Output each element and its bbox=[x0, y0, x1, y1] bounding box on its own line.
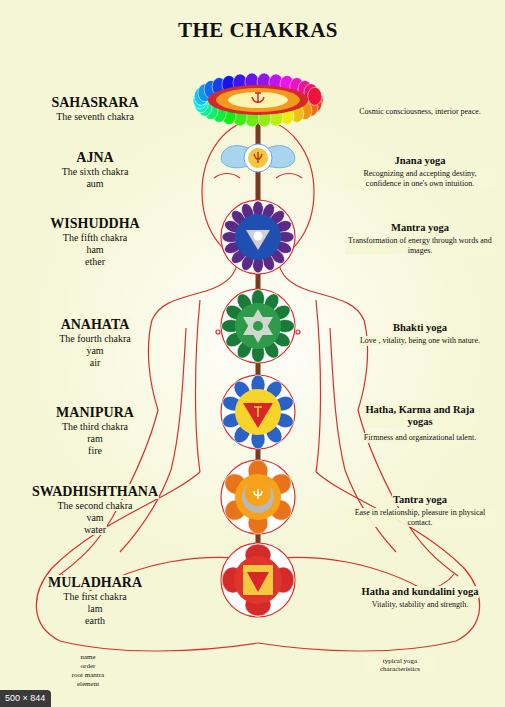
chakra-detail: lam bbox=[87, 603, 104, 614]
chakra-name: MULADHARA bbox=[47, 575, 143, 590]
chakra-symbol-part bbox=[221, 200, 295, 274]
yoga-name: Tantra yoga bbox=[392, 494, 448, 506]
chakra-symbol-part bbox=[216, 330, 220, 334]
chakra-symbol-part bbox=[208, 85, 308, 115]
chakra-symbol-part bbox=[120, 328, 186, 552]
yoga-name: Mantra yoga bbox=[390, 222, 450, 234]
chakra-symbol-part bbox=[235, 389, 281, 435]
chakra-detail: fire bbox=[87, 445, 103, 456]
chakra-symbol-part bbox=[254, 489, 262, 499]
chakra-detail: aum bbox=[85, 178, 104, 189]
yoga-characteristics: Recognizing and accepting destiny, confi… bbox=[345, 169, 495, 188]
chakra-symbol-part bbox=[254, 152, 262, 163]
chakra-symbol-part bbox=[221, 375, 296, 449]
chakra-symbol-part bbox=[243, 317, 273, 343]
chakra-symbol-part bbox=[221, 543, 295, 617]
key-label: order bbox=[80, 662, 97, 670]
chakra-detail: air bbox=[89, 357, 102, 368]
chakra-symbol-part bbox=[254, 232, 263, 241]
chakra-symbol-part bbox=[221, 460, 295, 534]
yoga-characteristics: Vitality, stability and strength. bbox=[371, 600, 470, 610]
chakra-symbol-part bbox=[235, 214, 281, 260]
chakra-name: AJNA bbox=[75, 150, 114, 165]
chakra-symbol-part bbox=[247, 572, 269, 592]
chakra-detail: The first chakra bbox=[62, 591, 127, 602]
yoga-characteristics: Love , vitality, being one with nature. bbox=[359, 336, 481, 346]
key-label: name bbox=[79, 653, 96, 661]
chart-title: THE CHAKRAS bbox=[177, 18, 339, 43]
background-glow bbox=[28, 20, 488, 660]
chakra-symbol-part bbox=[221, 289, 295, 363]
yoga-name: Bhakti yoga bbox=[392, 322, 448, 334]
yoga-name: Jnana yoga bbox=[393, 155, 446, 167]
chakra-symbol-part bbox=[221, 375, 295, 449]
chakra-detail: ram bbox=[86, 433, 104, 444]
chakra-symbol-part bbox=[222, 544, 294, 616]
vishuddha-chakra bbox=[221, 200, 295, 274]
chakra-name: SWADHISHTHANA bbox=[31, 484, 159, 499]
key-label: root mantra bbox=[71, 671, 105, 679]
chakra-symbol-part bbox=[242, 481, 274, 513]
crown-petal bbox=[308, 87, 322, 105]
chakra-symbol-part bbox=[222, 201, 294, 273]
chakra-symbol-part bbox=[196, 300, 201, 472]
swadhisthana-chakra bbox=[221, 460, 295, 534]
chakra-name: MANIPURA bbox=[55, 405, 135, 420]
chakra-detail: vam bbox=[85, 512, 104, 523]
chakra-symbol-part bbox=[234, 556, 282, 604]
chakra-symbol-part bbox=[235, 303, 281, 349]
chakra-detail: The fifth chakra bbox=[62, 232, 128, 243]
chakra-detail: The sixth chakra bbox=[61, 166, 130, 177]
yoga-characteristics: Cosmic consciousness, interior peace. bbox=[358, 107, 482, 117]
chakra-name: WISHUDDHA bbox=[49, 216, 140, 231]
anahata-chakra bbox=[221, 289, 295, 363]
chakra-symbol-part bbox=[214, 174, 240, 179]
yoga-characteristics: Transformation of energy through words a… bbox=[345, 236, 495, 255]
chakra-detail: The second chakra bbox=[57, 500, 134, 511]
key-label: typical yoga characteristics bbox=[365, 657, 435, 673]
chakra-symbol-part bbox=[221, 460, 295, 534]
chakra-detail: water bbox=[83, 524, 107, 535]
yoga-characteristics: Ease in relationship, pleasure in physic… bbox=[345, 508, 495, 527]
ajna-chakra bbox=[221, 144, 295, 172]
chakra-detail: ham bbox=[85, 244, 104, 255]
chakra-name: SAHASRARA bbox=[50, 95, 139, 110]
sahasrara-chakra bbox=[193, 73, 323, 127]
chakra-symbol-part bbox=[252, 92, 264, 103]
key-label: element bbox=[76, 680, 100, 688]
chakra-name: ANAHATA bbox=[60, 317, 131, 332]
chakra-symbol-part bbox=[235, 474, 281, 520]
chakra-symbol-part bbox=[253, 321, 263, 331]
chakra-symbol-part bbox=[246, 230, 270, 250]
chakra-detail: The fourth chakra bbox=[58, 333, 132, 344]
chakra-detail: ether bbox=[84, 256, 106, 267]
chakra-symbol-part bbox=[248, 148, 268, 168]
chakra-symbol-part bbox=[222, 290, 295, 363]
chakra-detail: The seventh chakra bbox=[55, 111, 135, 122]
chakra-detail: yam bbox=[85, 345, 104, 356]
chakra-symbol-part bbox=[243, 565, 273, 595]
chakra-symbol-part bbox=[244, 144, 272, 172]
yoga-characteristics: Firmness and organizational talent. bbox=[363, 433, 477, 443]
image-size-badge: 500 × 844 bbox=[0, 690, 51, 707]
chakra-symbol-part bbox=[216, 88, 300, 112]
chakra-symbol-part bbox=[245, 480, 271, 506]
chakra-symbol-part bbox=[193, 73, 323, 127]
yoga-name: Hatha and kundalini yoga bbox=[360, 586, 479, 598]
manipura-chakra bbox=[221, 375, 296, 449]
chakra-detail: earth bbox=[84, 615, 106, 626]
muladhara-chakra bbox=[221, 543, 295, 617]
yoga-name: Hatha, Karma and Raja yogas bbox=[364, 404, 476, 428]
chakra-symbol-part bbox=[228, 92, 288, 108]
chakra-symbol-part bbox=[243, 403, 273, 428]
chakra-detail: The third chakra bbox=[61, 421, 129, 432]
chakra-symbol-part bbox=[254, 407, 262, 417]
